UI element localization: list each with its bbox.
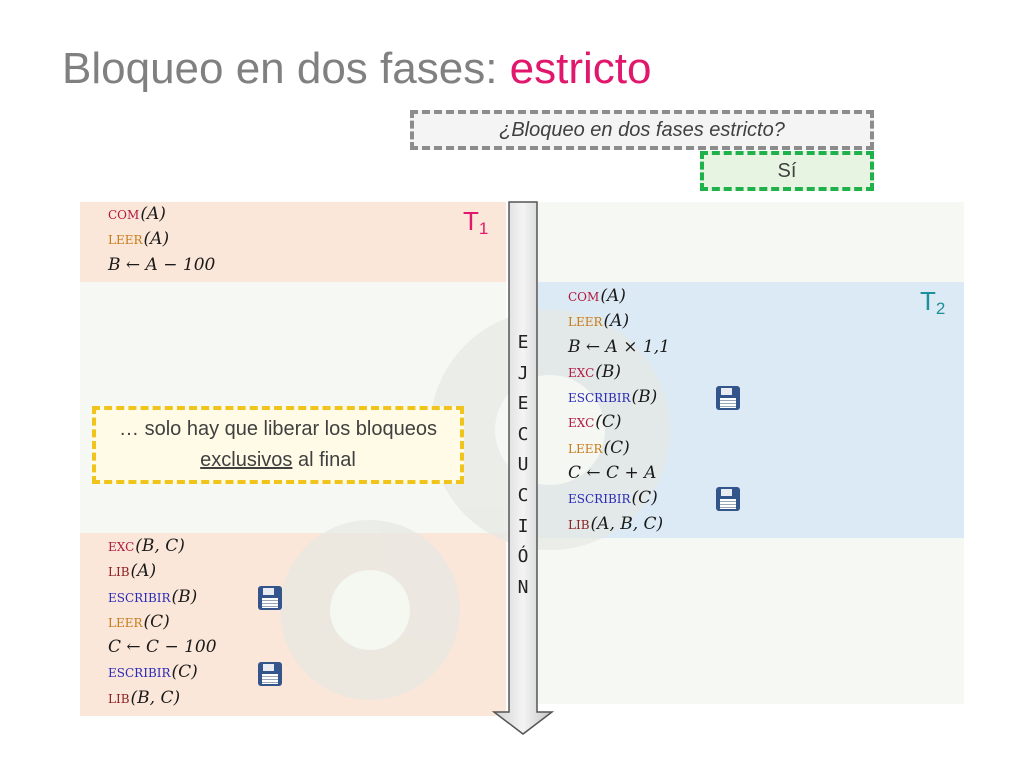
question-text: ¿Bloqueo en dos fases estricto?: [499, 118, 785, 141]
t1-index: 1: [478, 219, 489, 238]
t1-band-top: [80, 202, 506, 282]
operation-line: escribir(C): [568, 486, 670, 511]
execution-letter: U: [517, 454, 529, 476]
operation-keyword: lib: [108, 687, 130, 708]
operation-line: exc(B, C): [108, 534, 217, 559]
operation-args: C ← C − 100: [108, 637, 217, 658]
operation-line: com(A): [108, 202, 215, 227]
operation-line: lib(B, C): [108, 686, 217, 711]
operation-args: (A): [140, 204, 166, 224]
floppy-disk-icon: [716, 386, 740, 411]
t2-index: 2: [935, 299, 946, 318]
operation-args: (C): [603, 437, 630, 458]
floppy-disk-icon: [258, 661, 282, 686]
operation-args: (C): [595, 412, 622, 433]
operation-args: (A): [130, 561, 157, 582]
operation-keyword: leer: [108, 611, 143, 632]
title-main: Bloqueo en dos fases:: [62, 44, 510, 93]
execution-arrow-icon: [491, 201, 555, 735]
operation-line: escribir(C): [108, 660, 217, 685]
operation-args: (B): [631, 387, 658, 408]
operation-keyword: escribir: [568, 488, 631, 509]
question-box: ¿Bloqueo en dos fases estricto?: [410, 110, 874, 150]
operation-line: leer(C): [108, 610, 217, 635]
operation-keyword: leer: [568, 311, 603, 332]
t2-band-idle-bottom: [538, 538, 964, 704]
note-emphasis: exclusivos: [200, 449, 293, 471]
t2-label: T2: [920, 286, 945, 319]
operation-keyword: exc: [568, 361, 595, 382]
t1-operations-start: com(A)leer(A)B ← A − 100: [108, 202, 215, 278]
operation-line: lib(A): [108, 559, 217, 584]
operation-keyword: escribir: [568, 387, 631, 408]
t1-operations-end: exc(B, C)lib(A)escribir(B)leer(C)C ← C −…: [108, 534, 217, 711]
answer-text: Sí: [777, 159, 797, 182]
operation-line: exc(B): [568, 360, 670, 385]
operation-args: B ← A − 100: [108, 254, 216, 275]
operation-args: (C): [171, 662, 198, 683]
t2-band-idle-top: [538, 202, 964, 282]
operation-keyword: lib: [108, 561, 130, 582]
operation-line: leer(A): [568, 309, 670, 334]
operation-keyword: exc: [108, 536, 135, 556]
operation-args: (C): [143, 611, 170, 632]
operation-keyword: leer: [568, 437, 603, 458]
operation-args: (A, B, C): [590, 513, 664, 534]
t2-letter: T: [920, 286, 936, 316]
execution-letter: N: [517, 576, 529, 598]
operation-line: lib(A, B, C): [568, 512, 670, 537]
operation-keyword: com: [568, 286, 600, 306]
operation-args: (B): [595, 361, 622, 382]
operation-args: (A): [603, 311, 630, 332]
operation-keyword: lib: [568, 513, 590, 534]
note-text-part1: … solo hay que liberar los bloqueos: [119, 418, 437, 440]
operation-keyword: escribir: [108, 662, 171, 683]
t1-letter: T: [463, 206, 479, 236]
execution-letter: C: [517, 423, 529, 445]
operation-args: C ← C + A: [568, 463, 657, 484]
operation-args: (B, C): [130, 687, 181, 708]
note-text-part2: al final: [292, 449, 356, 471]
floppy-disk-icon: [258, 585, 282, 610]
execution-letter: E: [517, 332, 529, 353]
execution-letter: C: [517, 484, 529, 506]
operation-args: (B, C): [135, 536, 185, 556]
page-title: Bloqueo en dos fases: estricto: [62, 44, 651, 94]
operation-line: escribir(B): [568, 385, 670, 410]
operation-line: escribir(B): [108, 585, 217, 610]
execution-letter: J: [517, 362, 529, 384]
note-box: … solo hay que liberar los bloqueos excl…: [92, 406, 464, 484]
operation-args: B ← A × 1,1: [568, 336, 670, 357]
operation-args: (B): [171, 586, 198, 607]
operation-keyword: com: [108, 204, 140, 224]
operation-line: B ← A × 1,1: [568, 335, 670, 360]
t1-label: T1: [463, 206, 488, 239]
title-accent: estricto: [509, 44, 652, 93]
operation-line: B ← A − 100: [108, 253, 215, 278]
operation-args: (C): [631, 488, 658, 509]
operation-line: C ← C + A: [568, 461, 670, 486]
floppy-disk-icon: [716, 487, 740, 512]
execution-letter: I: [517, 515, 529, 537]
operation-line: C ← C − 100: [108, 635, 217, 660]
execution-letter: E: [517, 393, 529, 415]
operation-line: leer(A): [108, 227, 215, 252]
operation-line: com(A): [568, 284, 670, 309]
operation-keyword: escribir: [108, 586, 171, 607]
operation-args: (A): [143, 229, 170, 250]
operation-line: exc(C): [568, 410, 670, 435]
operation-line: leer(C): [568, 436, 670, 461]
operation-args: (A): [600, 286, 626, 306]
operation-keyword: exc: [568, 412, 595, 433]
operation-keyword: leer: [108, 229, 143, 250]
answer-box: Sí: [700, 151, 874, 191]
execution-letter: Ó: [517, 546, 529, 568]
